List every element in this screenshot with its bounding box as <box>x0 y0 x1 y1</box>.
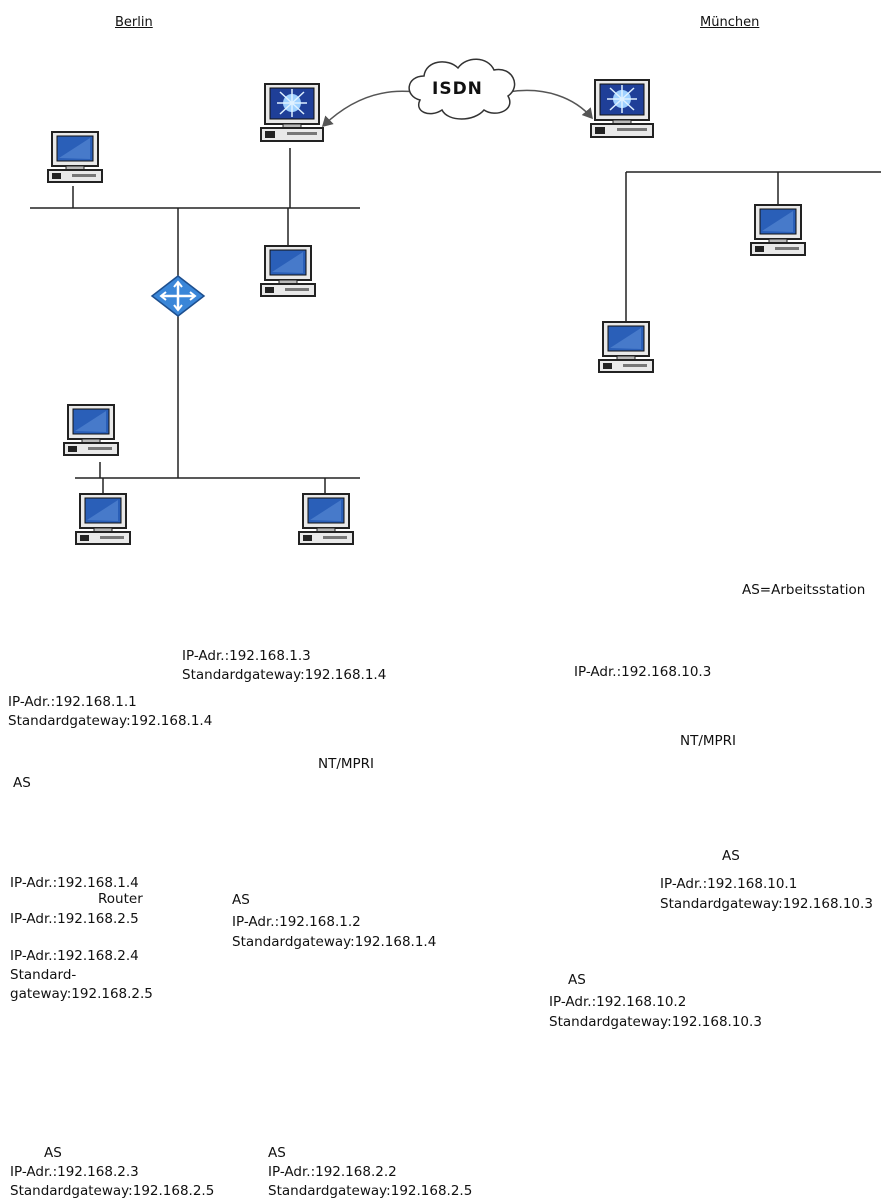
service-label: NT/MPRI <box>680 733 737 749</box>
network-diagram: Berlin München ISDN IP-Adr.:192.168.1.1 … <box>8 15 881 1199</box>
isdn-cloud <box>408 58 516 120</box>
berlin-as3-computer-icon <box>75 493 131 545</box>
ip-address: IP-Adr.:192.168.1.1 <box>8 694 137 710</box>
berlin-as1-computer-icon <box>47 131 103 183</box>
ip-address: IP-Adr.:192.168.2.4 <box>10 948 139 964</box>
as-tag: AS <box>232 892 250 908</box>
berlin-pc4-computer-icon <box>63 404 119 456</box>
ip-address: IP-Adr.:192.168.10.3 <box>574 664 712 680</box>
router-ip-1: IP-Adr.:192.168.1.4 <box>10 875 139 891</box>
isdn-label: ISDN <box>432 79 483 99</box>
ip-address: IP-Adr.:192.168.1.3 <box>182 648 311 664</box>
berlin-as4-computer-icon <box>298 493 354 545</box>
as-tag: AS <box>568 972 586 988</box>
gateway: Standardgateway:192.168.10.3 <box>660 896 873 912</box>
gateway: Standardgateway:192.168.1.4 <box>182 667 387 683</box>
as-tag: AS <box>722 848 740 864</box>
munich-location-title: München <box>700 15 760 30</box>
legend-text: AS=Arbeitsstation <box>742 582 866 598</box>
munich-isdn-server-icon <box>590 79 654 138</box>
gateway-line-1: Standard- <box>10 967 77 983</box>
isdn-link-munich <box>498 87 593 120</box>
gateway: Standardgateway:192.168.10.3 <box>549 1014 762 1030</box>
gateway: Standardgateway:192.168.1.4 <box>8 713 213 729</box>
gateway-line-2: gateway:192.168.2.5 <box>10 986 153 1002</box>
ip-address: IP-Adr.:192.168.10.2 <box>549 994 687 1010</box>
service-label: NT/MPRI <box>318 756 375 772</box>
network-links <box>30 148 881 496</box>
router-icon <box>150 275 206 317</box>
isdn-link-berlin <box>321 87 425 128</box>
router-ip-2: IP-Adr.:192.168.2.5 <box>10 911 139 927</box>
munich-as2-computer-icon <box>598 321 654 373</box>
as-tag: AS <box>268 1145 286 1161</box>
ip-address: IP-Adr.:192.168.2.2 <box>268 1164 397 1180</box>
berlin-location-title: Berlin <box>115 15 153 30</box>
as-tag: AS <box>44 1145 62 1161</box>
as-tag: AS <box>13 775 31 791</box>
diagram-canvas <box>30 58 881 545</box>
ip-address: IP-Adr.:192.168.10.1 <box>660 876 798 892</box>
berlin-isdn-server-icon <box>260 83 324 142</box>
munich-as1-computer-icon <box>750 204 806 256</box>
berlin-as2-computer-icon <box>260 245 316 297</box>
router-label: Router <box>98 891 143 907</box>
gateway: Standardgateway:192.168.1.4 <box>232 934 437 950</box>
ip-address: IP-Adr.:192.168.2.3 <box>10 1164 139 1180</box>
gateway: Standardgateway:192.168.2.5 <box>10 1183 215 1199</box>
ip-address: IP-Adr.:192.168.1.2 <box>232 914 361 930</box>
gateway: Standardgateway:192.168.2.5 <box>268 1183 473 1199</box>
